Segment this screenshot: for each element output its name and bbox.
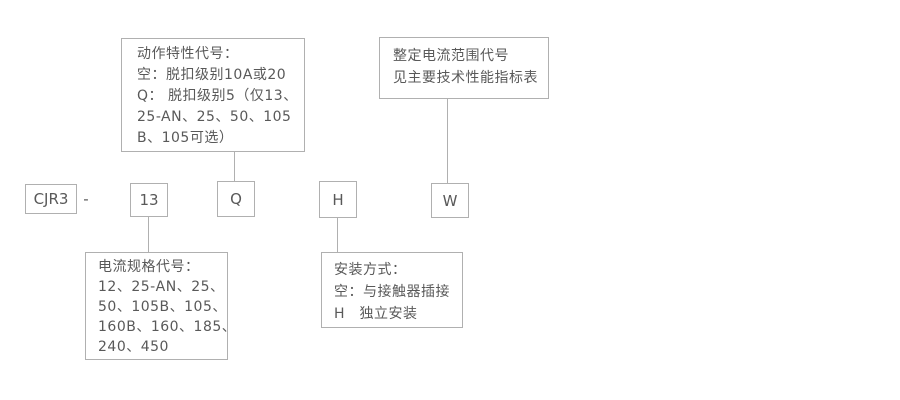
- callout-action-characteristic: 动作特性代号： 空：脱扣级别10A或20 Q： 脱扣级别5（仅13、 25-AN…: [121, 38, 305, 152]
- callout-current-spec: 电流规格代号： 12、25-AN、25、 50、105B、105、 160B、1…: [85, 252, 237, 360]
- callout-action-line-3: Q： 脱扣级别5（仅13、: [137, 88, 298, 104]
- callout-mounting-method: 安装方式： 空：与接触器插接 H 独立安装: [321, 252, 463, 328]
- callout-setting-line-2: 见主要技术性能指标表: [393, 70, 538, 86]
- callout-mounting-line-1: 安装方式：: [334, 262, 407, 278]
- callout-action-line-4: 25-AN、25、50、105: [137, 109, 292, 125]
- code-box-current-spec: 13: [130, 183, 168, 217]
- connector-13-to-current-spec: [148, 217, 149, 252]
- callout-action-line-1: 动作特性代号：: [137, 46, 239, 62]
- connector-action-to-q: [234, 152, 235, 181]
- connector-setting-to-w: [447, 99, 448, 183]
- callout-current-line-5: 240、450: [98, 339, 169, 355]
- separator-dash: -: [83, 190, 89, 208]
- callout-mounting-line-2: 空：与接触器插接: [334, 284, 450, 300]
- callout-current-line-4: 160B、160、185、: [98, 319, 237, 335]
- callout-action-line-5: B、105可选）: [137, 130, 234, 146]
- callout-mounting-line-3: H 独立安装: [334, 306, 418, 322]
- callout-setting-current-range: 整定电流范围代号 见主要技术性能指标表: [379, 37, 549, 99]
- callout-action-line-2: 空：脱扣级别10A或20: [137, 67, 287, 83]
- callout-current-line-1: 电流规格代号：: [98, 259, 200, 275]
- callout-setting-line-1: 整定电流范围代号: [393, 48, 509, 64]
- code-box-mounting: H: [319, 181, 357, 218]
- connector-h-to-mounting: [337, 218, 338, 252]
- code-box-action-characteristic: Q: [217, 181, 255, 217]
- code-box-model: CJR3: [25, 184, 77, 214]
- code-box-setting-range: W: [431, 183, 469, 218]
- callout-current-line-2: 12、25-AN、25、: [98, 279, 225, 295]
- callout-current-line-3: 50、105B、105、: [98, 299, 227, 315]
